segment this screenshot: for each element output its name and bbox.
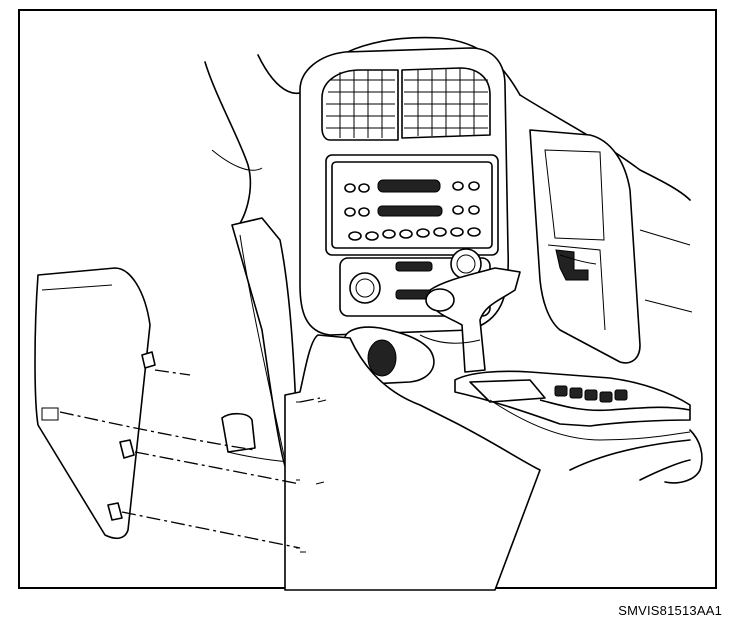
closeout-panel-removed — [34, 267, 156, 540]
figure-id-label: SMVIS81513AA1 — [618, 603, 722, 618]
gear-shift-lever — [425, 267, 521, 373]
radio-unit — [325, 154, 499, 256]
console-side-trim — [221, 217, 299, 479]
fastener-marks — [300, 399, 327, 553]
shift-console — [454, 370, 703, 484]
right-side-panel — [529, 129, 641, 364]
air-vent-left — [321, 69, 399, 141]
fastener-alignment-lines — [59, 369, 321, 549]
air-vent-right — [401, 67, 491, 139]
